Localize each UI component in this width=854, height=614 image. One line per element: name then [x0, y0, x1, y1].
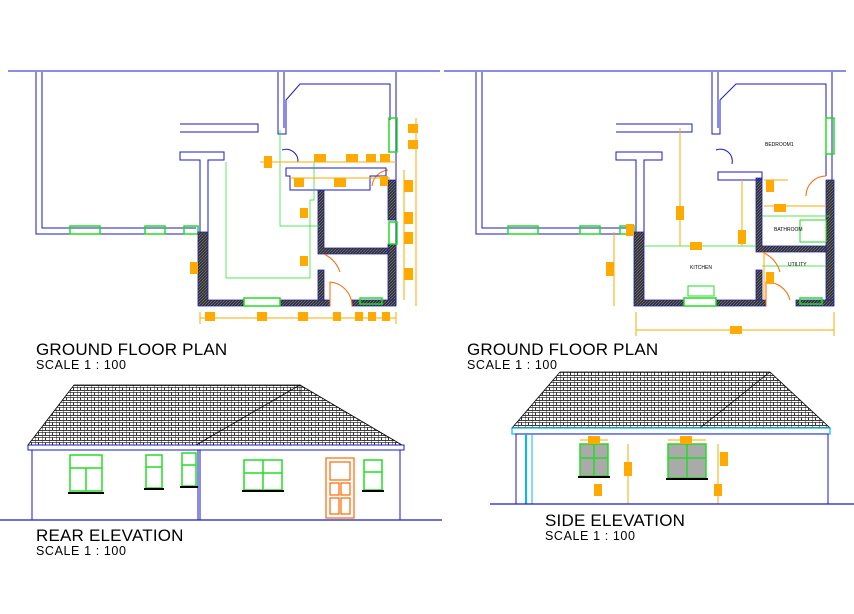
side-elevation	[490, 371, 854, 505]
window-plan	[799, 297, 823, 305]
window-plan	[825, 117, 835, 155]
window-plan	[243, 297, 281, 307]
dimensions	[606, 128, 835, 336]
view-title: GROUND FLOOR PLAN	[467, 340, 659, 359]
window-plan	[388, 221, 398, 245]
rear-elevation	[0, 384, 442, 521]
extension-wall	[351, 299, 397, 307]
window-plan	[507, 225, 539, 235]
extension-wall	[755, 269, 763, 301]
dimensions	[190, 118, 418, 324]
window-plan	[359, 297, 383, 305]
ground-floor-plan-right: BEDROOM1 BATHROOM KITCHEN UTILITY	[444, 70, 846, 336]
room-label-utility: UTILITY	[788, 262, 807, 268]
extension-wall	[387, 179, 397, 221]
room-label-bathroom: BATHROOM	[774, 227, 803, 233]
side-window	[578, 443, 708, 480]
door-swing	[805, 175, 827, 197]
door-swing	[329, 281, 353, 307]
window-plan	[579, 225, 601, 235]
room-label-bedroom: BEDROOM1	[765, 142, 794, 148]
ground-floor-plan-left	[8, 70, 440, 324]
existing-house-outline	[35, 72, 225, 240]
extension-wall	[825, 179, 835, 301]
extension-wall	[279, 299, 331, 307]
window-plan	[69, 225, 101, 235]
dimensions	[580, 436, 728, 504]
extension-wall	[317, 189, 389, 255]
view-title: GROUND FLOOR PLAN	[36, 340, 228, 359]
view-scale: SCALE 1 : 100	[36, 544, 127, 558]
caption-rear-elevation: REAR ELEVATION SCALE 1 : 100	[36, 527, 184, 558]
rear-wall	[199, 449, 401, 521]
view-scale: SCALE 1 : 100	[545, 529, 636, 543]
caption-side-elevation: SIDE ELEVATION SCALE 1 : 100	[545, 512, 685, 543]
extension-wall	[387, 243, 397, 301]
roof-side	[511, 371, 832, 429]
extension-wall	[317, 269, 325, 301]
rear-door	[325, 457, 355, 519]
bath	[799, 219, 827, 243]
rear-wall	[31, 449, 199, 521]
extension-wall	[715, 299, 767, 307]
window-plan	[683, 297, 717, 307]
door-swing	[323, 253, 341, 273]
door-swing	[761, 251, 781, 273]
roof-fascia	[27, 444, 405, 451]
room-label-kitchen: KITCHEN	[690, 265, 712, 271]
door-swing	[765, 281, 791, 306]
caption-ground-floor-plan-right: GROUND FLOOR PLAN SCALE 1 : 100	[467, 341, 658, 372]
roof-fascia	[511, 427, 831, 435]
door-swing	[715, 148, 733, 165]
view-scale: SCALE 1 : 100	[467, 358, 558, 372]
view-title: REAR ELEVATION	[36, 526, 184, 545]
door-swing	[281, 148, 299, 163]
view-title: SIDE ELEVATION	[545, 511, 686, 530]
window-plan	[144, 225, 166, 235]
window-plan	[183, 225, 199, 235]
window-plan	[388, 117, 398, 153]
extension-wall	[633, 231, 685, 307]
view-scale: SCALE 1 : 100	[36, 358, 127, 372]
extension-wall	[197, 231, 245, 307]
caption-ground-floor-plan-left: GROUND FLOOR PLAN SCALE 1 : 100	[36, 341, 227, 372]
extension-wall	[795, 299, 835, 307]
kitchen-sink	[687, 285, 715, 297]
